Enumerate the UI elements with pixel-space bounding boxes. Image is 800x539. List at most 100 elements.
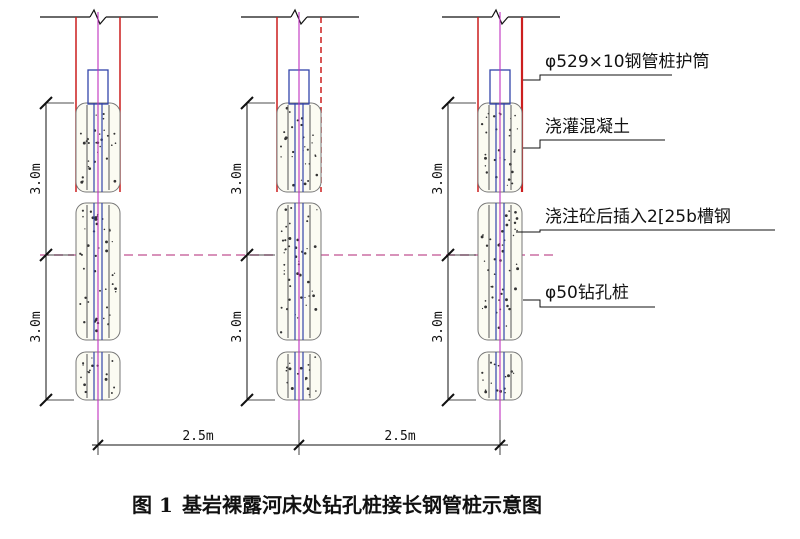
concrete-speckle: [507, 374, 510, 378]
concrete-speckle: [308, 295, 310, 297]
concrete-speckle: [99, 289, 101, 292]
concrete-speckle: [98, 133, 101, 135]
concrete-speckle: [98, 247, 100, 249]
concrete-speckle: [88, 167, 92, 170]
vertical-dimension: 3.0m3.0m: [230, 96, 275, 407]
horizontal-dimension: 2.5m 2.5m: [92, 420, 508, 455]
concrete-speckle: [315, 173, 319, 177]
concrete-speckle: [304, 376, 308, 380]
concrete-speckle: [84, 390, 87, 394]
concrete-speckle: [279, 331, 283, 334]
concrete-speckle: [315, 390, 317, 392]
concrete-speckle: [292, 183, 295, 187]
pile-assembly: [442, 8, 560, 420]
leader-casing: [523, 74, 672, 81]
concrete-speckle: [288, 222, 291, 225]
concrete-speckle: [284, 208, 288, 211]
concrete-speckle: [513, 149, 516, 151]
concrete-speckle: [82, 364, 84, 366]
concrete-speckle: [288, 298, 291, 301]
callout-concrete: 浇灌混凝土: [545, 117, 630, 137]
concrete-speckle: [507, 178, 511, 181]
concrete-speckle: [110, 144, 113, 147]
concrete-speckle: [87, 301, 90, 303]
concrete-speckle: [296, 272, 299, 275]
concrete-speckle: [84, 228, 86, 230]
concrete-speckle: [500, 292, 503, 295]
concrete-speckle: [300, 179, 303, 181]
pile-assembly: [40, 8, 158, 420]
concrete-speckle: [505, 325, 508, 327]
concrete-speckle: [89, 210, 93, 213]
concrete-speckle: [111, 240, 113, 243]
concrete-speckle: [95, 114, 97, 116]
concrete-speckle: [288, 278, 291, 281]
dim-label-span-2: 2.5m: [384, 429, 415, 444]
break-symbol: [89, 8, 107, 26]
dim-label-lower: 3.0m: [431, 311, 446, 342]
concrete-speckle: [113, 272, 116, 274]
concrete-speckle: [489, 361, 493, 364]
concrete-speckle: [505, 223, 509, 227]
concrete-speckle: [307, 180, 310, 182]
dim-tick: [293, 439, 305, 451]
callout-leaders: [516, 74, 775, 308]
concrete-speckle: [288, 362, 291, 365]
concrete-speckle: [91, 357, 93, 359]
concrete-speckle: [289, 285, 292, 288]
concrete-speckle: [508, 134, 511, 137]
concrete-speckle: [481, 371, 484, 374]
concrete-speckle: [303, 182, 307, 186]
concrete-speckle: [283, 273, 286, 275]
dim-tick: [494, 439, 506, 451]
concrete-speckle: [296, 317, 299, 319]
dim-label-upper: 3.0m: [29, 163, 44, 194]
concrete-speckle: [511, 182, 514, 185]
concrete-speckle: [515, 217, 519, 220]
caption-title: 基岩裸露河床处钻孔桩接长钢管桩示意图: [182, 493, 542, 517]
concrete-speckle: [484, 156, 487, 160]
concrete-speckle: [103, 129, 105, 131]
concrete-speckle: [516, 229, 518, 232]
concrete-speckle: [81, 176, 84, 179]
concrete-speckle: [104, 377, 108, 381]
concrete-speckle: [80, 376, 82, 379]
concrete-speckle: [501, 288, 504, 291]
concrete-speckle: [314, 356, 317, 358]
concrete-speckle: [79, 252, 82, 255]
concrete-speckle: [314, 154, 316, 156]
concrete-speckle: [501, 244, 504, 246]
concrete-speckle: [484, 389, 487, 392]
concrete-speckle: [82, 180, 84, 183]
concrete-speckle: [89, 369, 91, 372]
concrete-speckle: [481, 307, 484, 310]
concrete-speckle: [290, 206, 293, 210]
dim-tick: [92, 439, 104, 451]
concrete-speckle: [87, 160, 90, 162]
dim-label-span-1: 2.5m: [182, 429, 213, 444]
concrete-speckle: [104, 288, 107, 291]
dim-label-lower: 3.0m: [230, 311, 245, 342]
concrete-speckle: [506, 304, 509, 308]
concrete-speckle: [305, 304, 307, 306]
concrete-speckle: [105, 306, 109, 309]
concrete-speckle: [515, 263, 518, 265]
callout-casing: φ529×10钢管桩护筒: [545, 52, 710, 72]
concrete-speckle: [493, 363, 496, 366]
concrete-speckle: [81, 209, 84, 212]
concrete-speckle: [306, 148, 309, 151]
concrete-speckle: [484, 305, 488, 309]
concrete-speckle: [512, 234, 515, 237]
concrete-speckle: [485, 116, 488, 119]
concrete-speckle: [516, 128, 519, 130]
concrete-speckle: [102, 317, 105, 320]
concrete-speckle: [304, 163, 307, 165]
concrete-speckle: [284, 248, 287, 251]
callout-bored-pile: φ50钻孔桩: [545, 283, 629, 303]
concrete-speckle: [485, 244, 489, 247]
concrete-speckle: [492, 115, 496, 118]
break-symbol: [491, 8, 509, 26]
concrete-speckle: [80, 253, 83, 256]
